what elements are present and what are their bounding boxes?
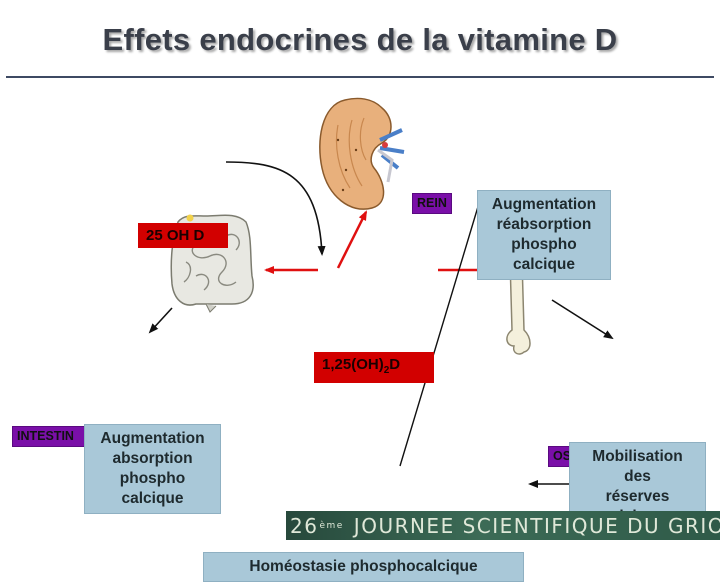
page-title: Effets endocrines de la vitamine D [102,22,618,57]
os-box-line: des [624,468,651,485]
rein-box-line: réabsorption [496,216,592,233]
rein-box-line: calcique [512,256,576,273]
title-divider [6,76,714,78]
footer-suffix: ème [319,520,344,531]
arrow-intestine-to-box [148,307,173,334]
diagram: REIN INTESTIN OS 25 OH D 1,25(OH)2D Augm… [0,80,720,582]
arrow-bone-to-box [551,299,614,340]
arrow-to-kidney [336,210,368,269]
calcitriol-end-text: D [389,356,401,373]
homeostasie-text: Homéostasie phosphocalcique [249,558,478,575]
rein-label: REIN [412,193,452,214]
footer-number: 26 [290,513,319,538]
intestin-box-line: calcique [121,490,184,507]
footer-title: JOURNEE SCIENTIFIQUE DU GRIO [353,513,720,538]
rein-box-line: phospho [511,236,577,253]
arrow-25ohd-to-calcitriol [225,161,326,256]
homeostasie-box: Homéostasie phosphocalcique [203,552,524,582]
os-box-line: réserves [605,488,670,505]
intestin-box-line: absorption [112,450,193,467]
rein-effect-box: Augmentation réabsorption phospho calciq… [477,190,611,280]
intestin-box-line: phospho [119,470,186,487]
calcitriol-label: 1,25(OH)2D [314,352,434,383]
intestin-box-line: Augmentation [100,430,205,447]
calcitriol-subscript: 2 [383,365,390,376]
intestin-label: INTESTIN [12,426,98,447]
line-rein-to-homeostasie [399,199,481,467]
25-oh-d-label: 25 OH D [138,223,228,248]
os-box-line: Mobilisation [592,448,683,465]
intestin-effect-box: Augmentation absorption phospho calcique [84,424,221,514]
kidney-icon [319,97,405,210]
rein-box-line: Augmentation [491,196,597,213]
calcitriol-main-text: 1,25(OH) [322,356,384,373]
